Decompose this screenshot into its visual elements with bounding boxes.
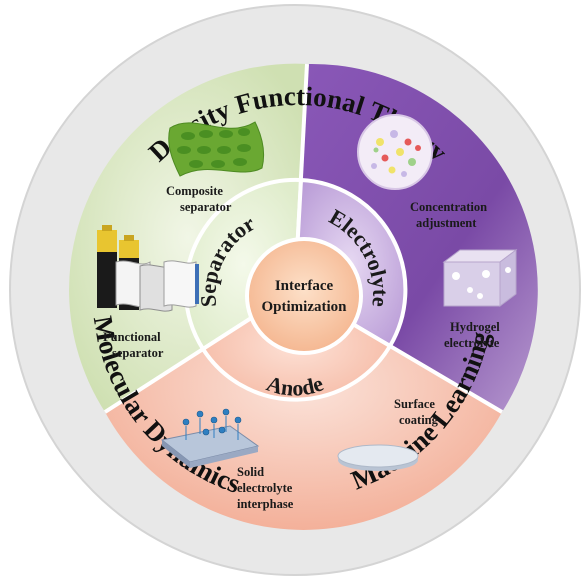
electrolyte-item-2-line1: Hydrogel	[450, 320, 500, 334]
center-label-line2: Optimization	[262, 299, 348, 315]
separator-ring-segment	[183, 177, 304, 352]
solid-electrolyte-interphase-icon	[160, 408, 260, 468]
center-label-line1: Interface	[275, 278, 334, 294]
anode-item-2-line3: interphase	[237, 497, 294, 511]
separator-item-2-line1: Functional	[103, 330, 161, 344]
anode-item-2-line2: electrolyte	[237, 481, 293, 495]
anode-item-2-line1: Solid	[237, 465, 264, 479]
separator-item-2-line2: separator	[112, 346, 164, 360]
electrolyte-item-1-line2: adjustment	[416, 216, 477, 230]
hydrogel-electrolyte-icon	[442, 249, 518, 307]
center-core	[245, 237, 363, 355]
separator-item-1-line1: Composite	[166, 184, 223, 198]
composite-separator-icon	[168, 121, 265, 177]
anode-item-1-line1: Surface	[394, 397, 435, 411]
concentration-adjustment-icon	[357, 114, 433, 190]
separator-item-1-line2: separator	[180, 200, 232, 214]
functional-separator-icon	[97, 225, 199, 312]
anode-item-1-line2: coating	[399, 413, 439, 427]
electrolyte-item-1-line1: Concentration	[410, 200, 487, 214]
surface-coating-icon	[337, 444, 419, 471]
electrolyte-item-2-line2: electrolyte	[444, 336, 500, 350]
